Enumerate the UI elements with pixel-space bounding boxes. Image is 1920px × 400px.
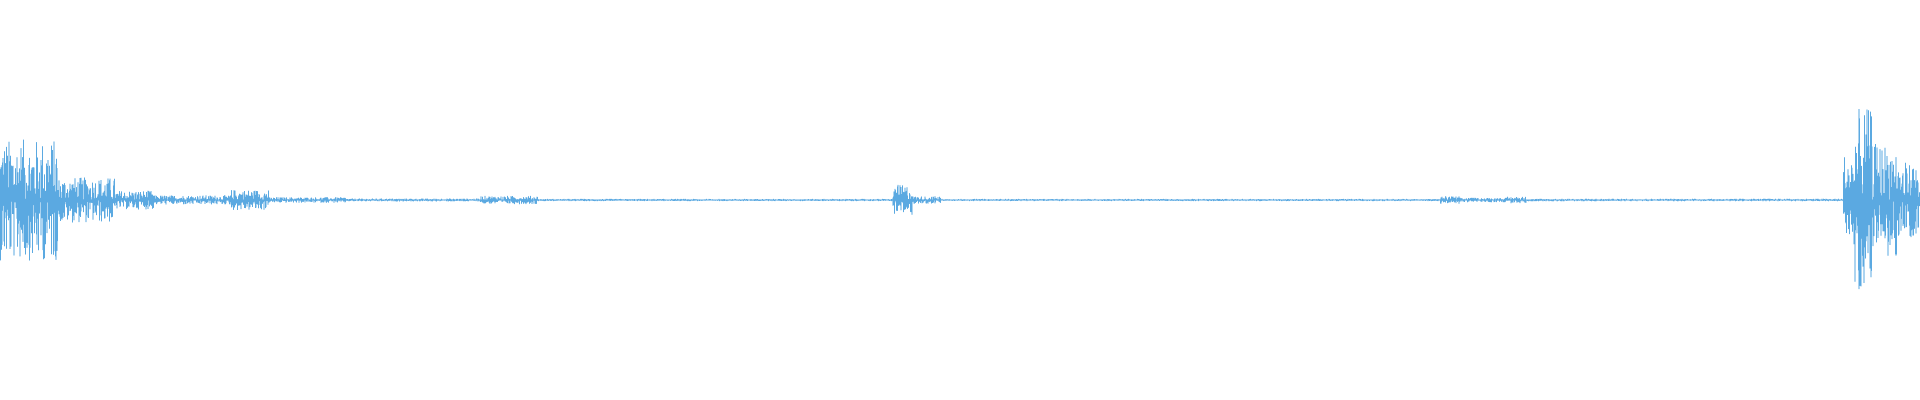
waveform-trace (0, 109, 1920, 290)
